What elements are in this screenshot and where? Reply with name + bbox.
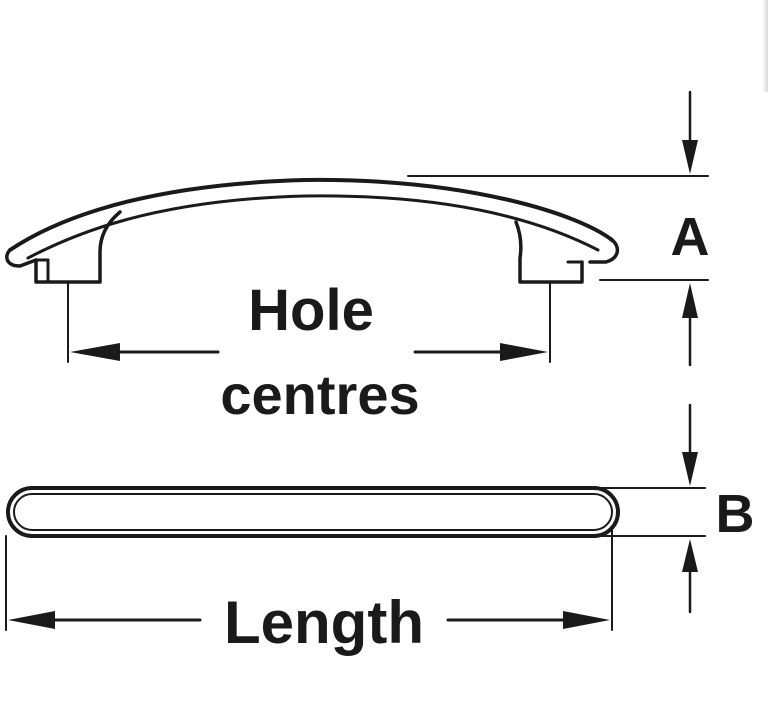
length-label: Length [224,589,424,656]
dimension-b-label: B [716,484,755,544]
dimension-b [599,403,706,614]
dimension-a [407,90,709,367]
handle-side-view [5,177,620,284]
length-dimension [5,529,613,631]
screenshot-edge-shadow [762,0,768,92]
centres-label: centres [220,363,419,426]
dimension-a-label: A [671,207,710,267]
hole-centres-dimension [67,282,551,363]
hole-label: Hole [248,278,374,343]
handle-bottom-view [6,486,620,538]
